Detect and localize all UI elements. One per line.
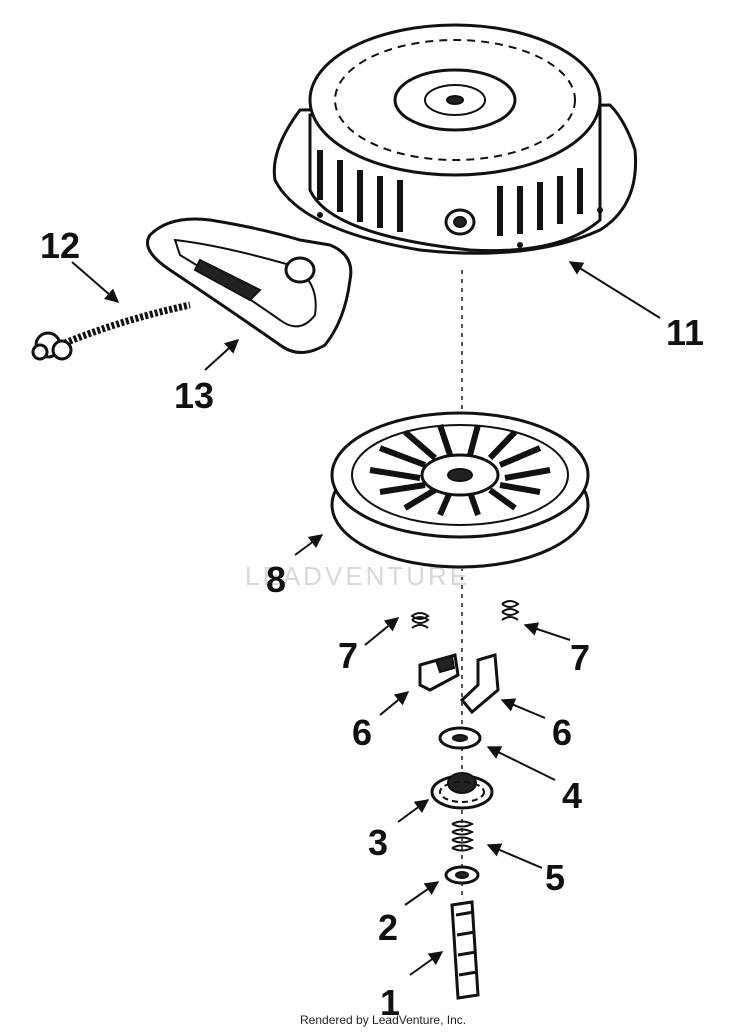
starter-rope-part <box>31 301 191 361</box>
leader-4 <box>486 746 556 781</box>
callout-8: 8 <box>266 559 286 600</box>
leader-3 <box>397 799 430 823</box>
retainer-part <box>430 772 494 810</box>
center-pin-part <box>450 900 480 1000</box>
callout-11: 11 <box>666 312 704 353</box>
leader-11 <box>568 261 661 319</box>
render-credit-text: Rendered by LeadVenture, Inc. <box>300 1013 466 1027</box>
callout-2: 2 <box>378 907 398 948</box>
center-spring-part <box>451 820 475 852</box>
callout-4: 4 <box>562 775 582 816</box>
callout-12: 12 <box>40 225 80 266</box>
housing-vent-slots <box>334 39 576 161</box>
callout-6-left: 6 <box>352 712 372 753</box>
leader-6b <box>500 698 546 719</box>
leader-6a <box>379 691 410 716</box>
callout-5: 5 <box>545 857 565 898</box>
leader-arrows <box>71 261 661 976</box>
callout-13: 13 <box>174 375 214 416</box>
washer-upper-part <box>438 726 482 750</box>
callout-7-left: 7 <box>338 635 358 676</box>
starter-dog-right-part <box>459 653 500 715</box>
washer-lower-part <box>444 865 480 885</box>
pulley-ribs <box>369 424 551 517</box>
leader-7b <box>523 622 571 641</box>
callout-1: 1 <box>380 982 400 1023</box>
leader-2 <box>404 881 440 906</box>
leader-13 <box>204 339 240 371</box>
leader-1 <box>409 951 444 976</box>
starter-housing-part <box>272 23 638 255</box>
dog-spring-left-part <box>410 612 430 629</box>
callout-7-right: 7 <box>570 637 590 678</box>
callout-6-right: 6 <box>552 712 572 753</box>
dog-spring-right-part <box>501 600 520 621</box>
starter-handle-part <box>146 217 353 354</box>
leader-5 <box>486 843 543 869</box>
housing-side-vents <box>317 150 583 236</box>
leader-12 <box>71 261 120 303</box>
starter-dog-left-part <box>418 653 460 692</box>
callout-3: 3 <box>368 822 388 863</box>
pulley-part <box>330 411 590 569</box>
leader-8 <box>294 534 324 556</box>
leader-7a <box>364 617 400 646</box>
